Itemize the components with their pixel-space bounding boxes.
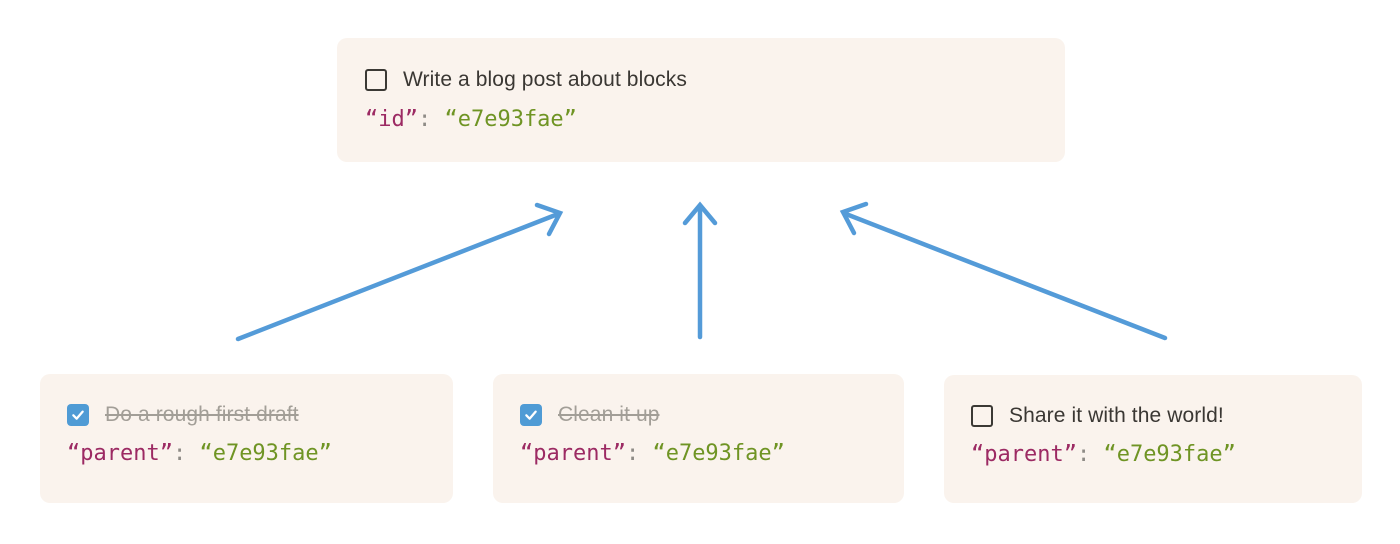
- task-row: Write a blog post about blocks: [365, 68, 1037, 92]
- checkbox-icon[interactable]: [67, 404, 89, 427]
- arrow-child2-to-parent: [682, 201, 718, 340]
- checkbox-icon[interactable]: [520, 404, 542, 427]
- task-row: Do a rough first draft: [67, 403, 427, 427]
- code-key: “parent”: [520, 441, 626, 467]
- child-task-card-2: Clean it up “parent”: “e7e93fae”: [493, 374, 904, 503]
- code-colon: :: [417, 107, 432, 133]
- checkmark-icon: [72, 410, 84, 420]
- code-colon: :: [172, 441, 187, 467]
- code-colon: :: [1076, 442, 1091, 468]
- block-parent-code-line: “parent”: “e7e93fae”: [520, 440, 878, 469]
- child-task-card-1: Do a rough first draft “parent”: “e7e93fa…: [40, 374, 453, 503]
- block-id-code-line: “id”: “e7e93fae”: [365, 106, 1037, 135]
- code-key: “id”: [365, 107, 418, 133]
- checkmark-icon: [525, 410, 537, 420]
- checkbox-icon[interactable]: [365, 69, 387, 92]
- code-key: “parent”: [971, 442, 1077, 468]
- code-value: “e7e93fae”: [1103, 442, 1236, 468]
- checkbox-icon[interactable]: [971, 405, 993, 428]
- arrow-child3-to-parent: [839, 201, 1168, 341]
- parent-task-card: Write a blog post about blocks “id”: “e7e…: [337, 38, 1065, 162]
- code-key: “parent”: [67, 441, 173, 467]
- task-row: Share it with the world!: [971, 404, 1336, 428]
- task-title: Share it with the world!: [1009, 404, 1224, 427]
- code-colon: :: [625, 441, 640, 467]
- block-parent-code-line: “parent”: “e7e93fae”: [971, 441, 1336, 470]
- code-value: “e7e93fae”: [652, 441, 785, 467]
- task-row: Clean it up: [520, 403, 878, 427]
- task-title: Write a blog post about blocks: [403, 68, 687, 91]
- task-title: Clean it up: [558, 403, 660, 426]
- task-title: Do a rough first draft: [105, 403, 299, 426]
- code-value: “e7e93fae”: [199, 441, 332, 467]
- child-task-card-3: Share it with the world! “parent”: “e7e93…: [944, 375, 1362, 503]
- block-parent-code-line: “parent”: “e7e93fae”: [67, 440, 427, 469]
- arrow-child1-to-parent: [235, 202, 564, 342]
- code-value: “e7e93fae”: [444, 107, 577, 133]
